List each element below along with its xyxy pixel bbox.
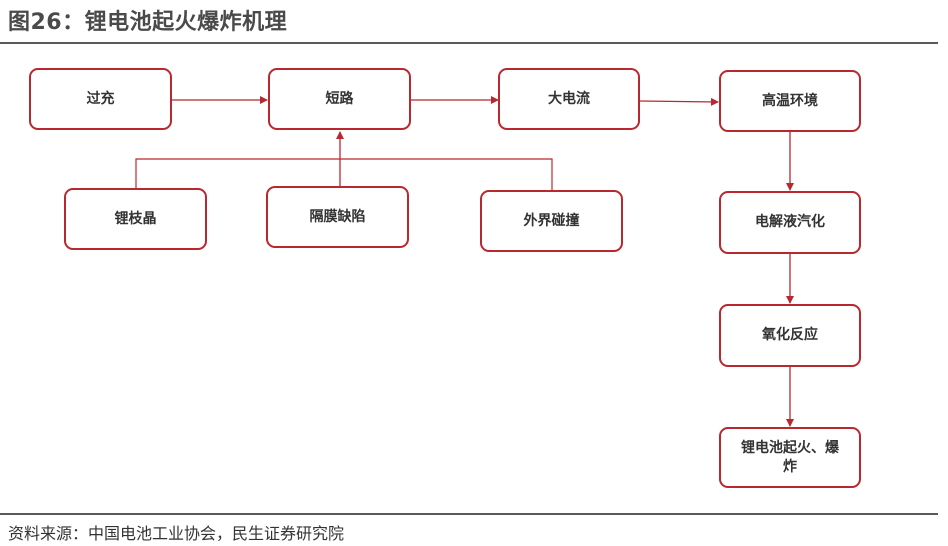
node-high-temperature: 高温环境 <box>719 70 861 132</box>
connector-dendrite-external <box>135 158 553 190</box>
top-divider <box>0 42 938 44</box>
node-electrolyte-vaporization: 电解液汽化 <box>719 191 861 254</box>
node-separator-defect: 隔膜缺陷 <box>266 186 409 248</box>
source-note: 资料来源：中国电池工业协会，民生证券研究院 <box>8 524 345 543</box>
arrow-current-to-hightemp <box>639 97 719 106</box>
node-fire-explosion: 锂电池起火、爆炸 <box>719 427 861 488</box>
node-external-impact: 外界碰撞 <box>480 190 623 252</box>
node-overcharge: 过充 <box>29 68 172 130</box>
node-oxidation-reaction: 氧化反应 <box>719 304 861 367</box>
node-large-current: 大电流 <box>498 68 640 130</box>
bottom-divider <box>0 513 938 515</box>
figure-title: 图26：锂电池起火爆炸机理 <box>8 10 288 35</box>
node-lithium-dendrite: 锂枝晶 <box>64 188 207 250</box>
node-short-circuit: 短路 <box>268 68 411 130</box>
